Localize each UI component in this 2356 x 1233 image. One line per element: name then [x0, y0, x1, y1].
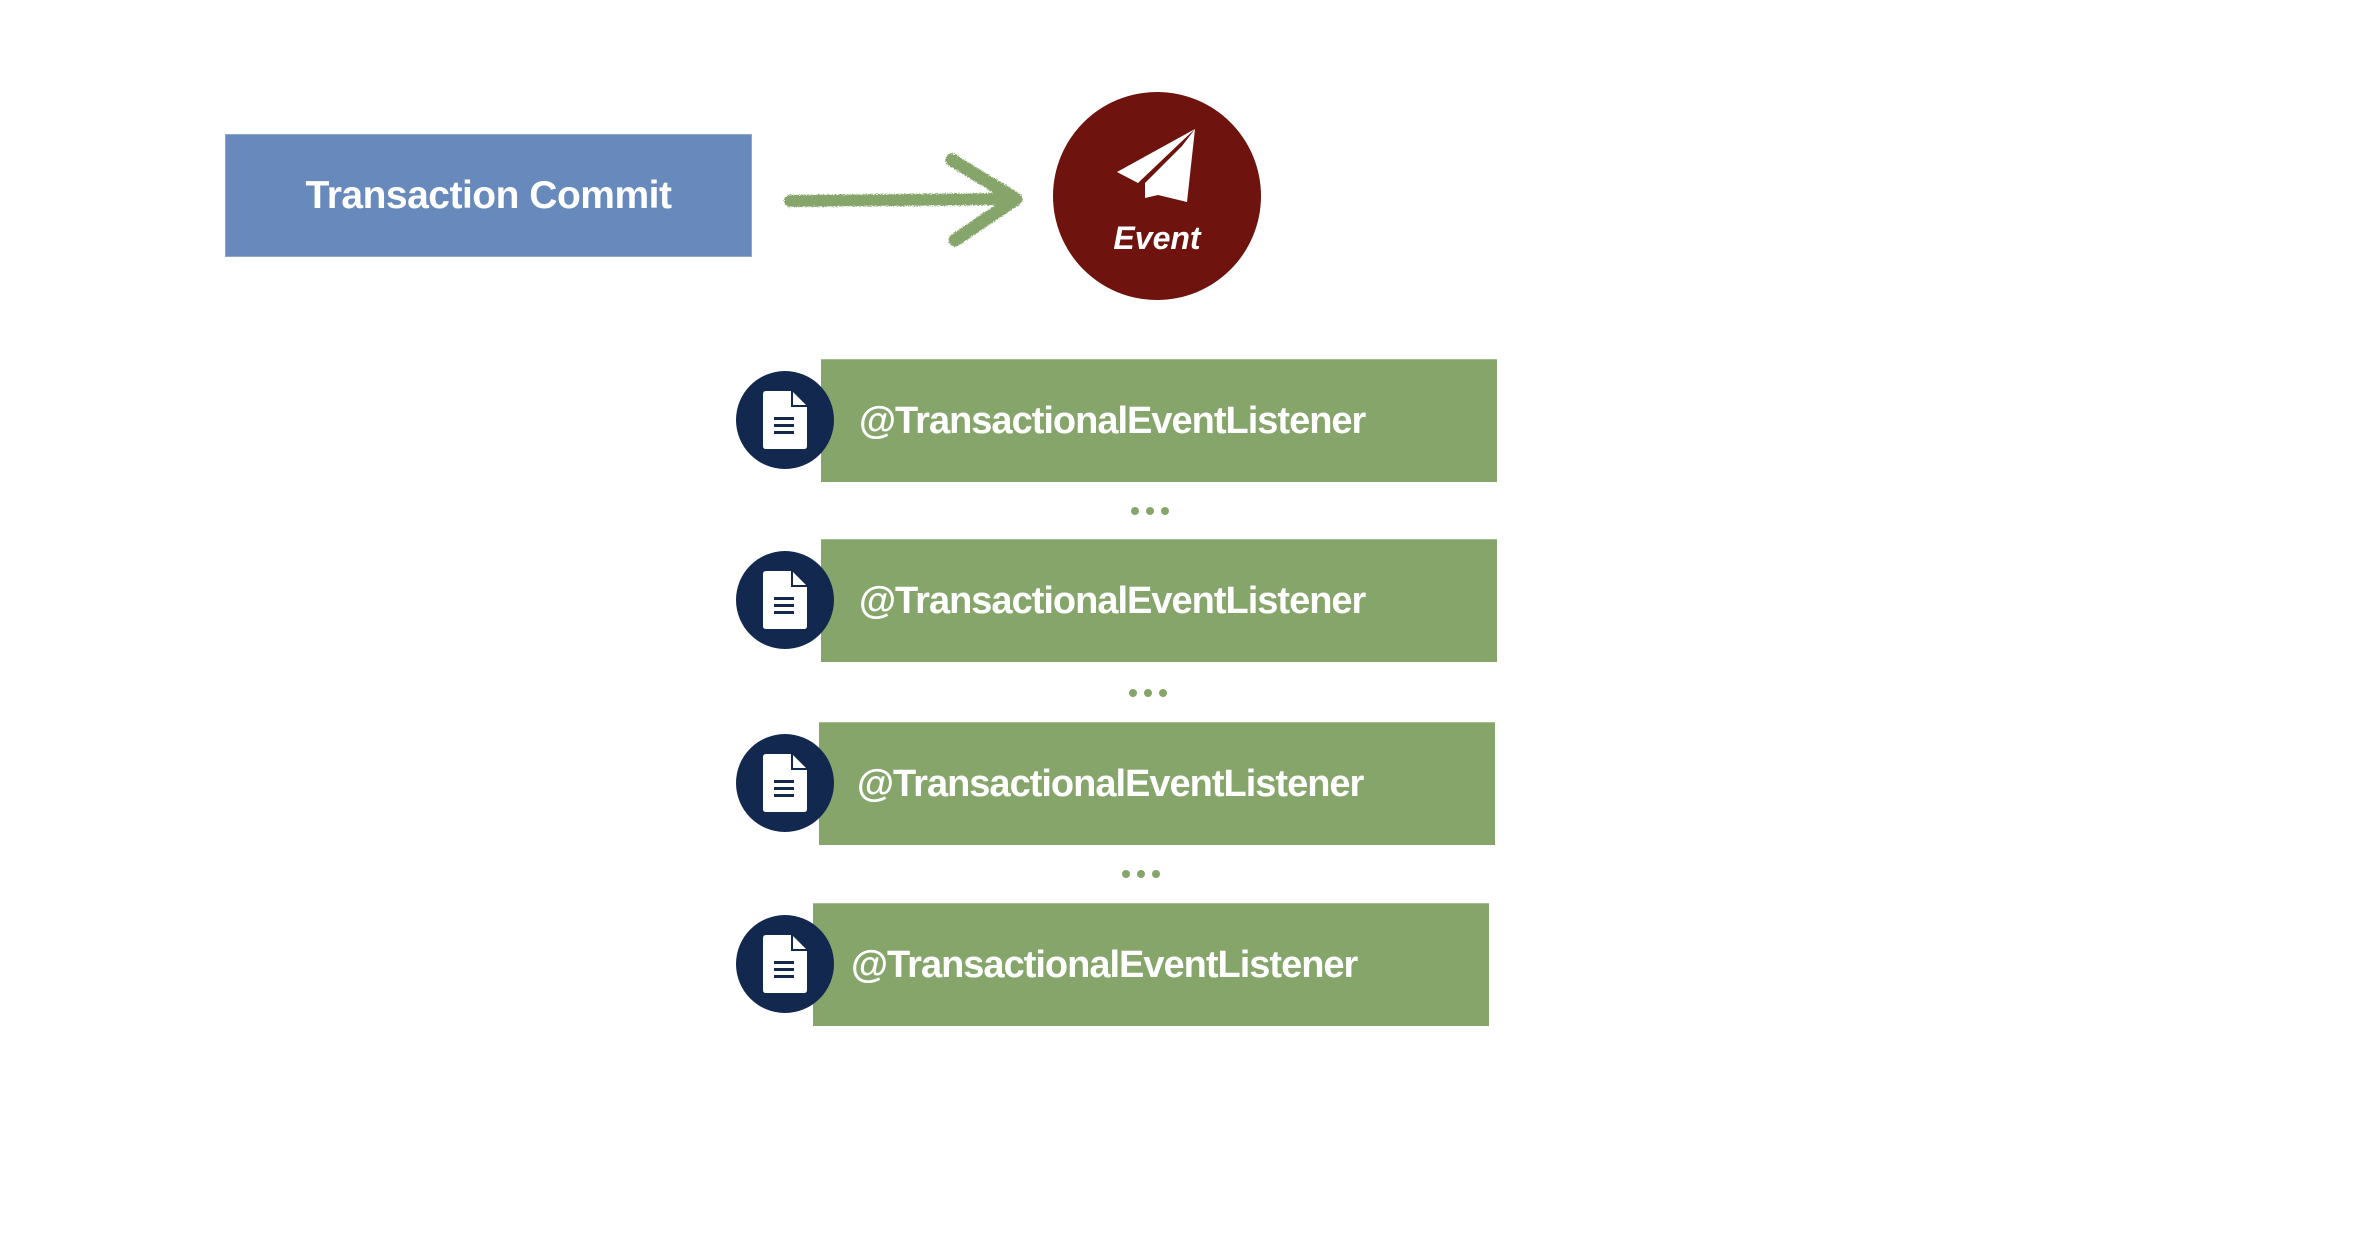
ellipsis-dot — [1137, 870, 1145, 878]
separator-ellipsis — [1131, 507, 1169, 515]
separator-ellipsis — [1129, 689, 1167, 697]
document-icon — [763, 571, 807, 629]
separator-ellipsis — [1122, 870, 1160, 878]
listener-label: @TransactionalEventListener — [857, 762, 1364, 805]
listener-label: @TransactionalEventListener — [859, 579, 1366, 622]
transaction-commit-label: Transaction Commit — [305, 173, 672, 217]
ellipsis-dot — [1161, 507, 1169, 515]
listener-badge — [736, 371, 834, 469]
document-icon — [763, 754, 807, 812]
listener-label: @TransactionalEventListener — [859, 399, 1366, 442]
event-label: Event — [1113, 220, 1201, 256]
paper-plane-icon — [1117, 129, 1195, 202]
arrow-icon — [784, 153, 1023, 247]
ellipsis-dot — [1131, 507, 1139, 515]
listener-badge — [736, 734, 834, 832]
ellipsis-dot — [1152, 870, 1160, 878]
ellipsis-dot — [1159, 689, 1167, 697]
listener-box: @TransactionalEventListener — [813, 903, 1489, 1026]
event-node: Event — [1053, 92, 1261, 300]
listener-label: @TransactionalEventListener — [851, 943, 1358, 986]
ellipsis-dot — [1122, 870, 1130, 878]
listener-box: @TransactionalEventListener — [821, 359, 1497, 482]
ellipsis-dot — [1146, 507, 1154, 515]
listener-badge — [736, 551, 834, 649]
event-circle — [1053, 92, 1261, 300]
document-icon — [763, 935, 807, 993]
ellipsis-dot — [1144, 689, 1152, 697]
ellipsis-dot — [1129, 689, 1137, 697]
listener-box: @TransactionalEventListener — [821, 539, 1497, 662]
transaction-commit-box: Transaction Commit — [225, 134, 752, 257]
listener-badge — [736, 915, 834, 1013]
listener-box: @TransactionalEventListener — [819, 722, 1495, 845]
document-icon — [763, 391, 807, 449]
